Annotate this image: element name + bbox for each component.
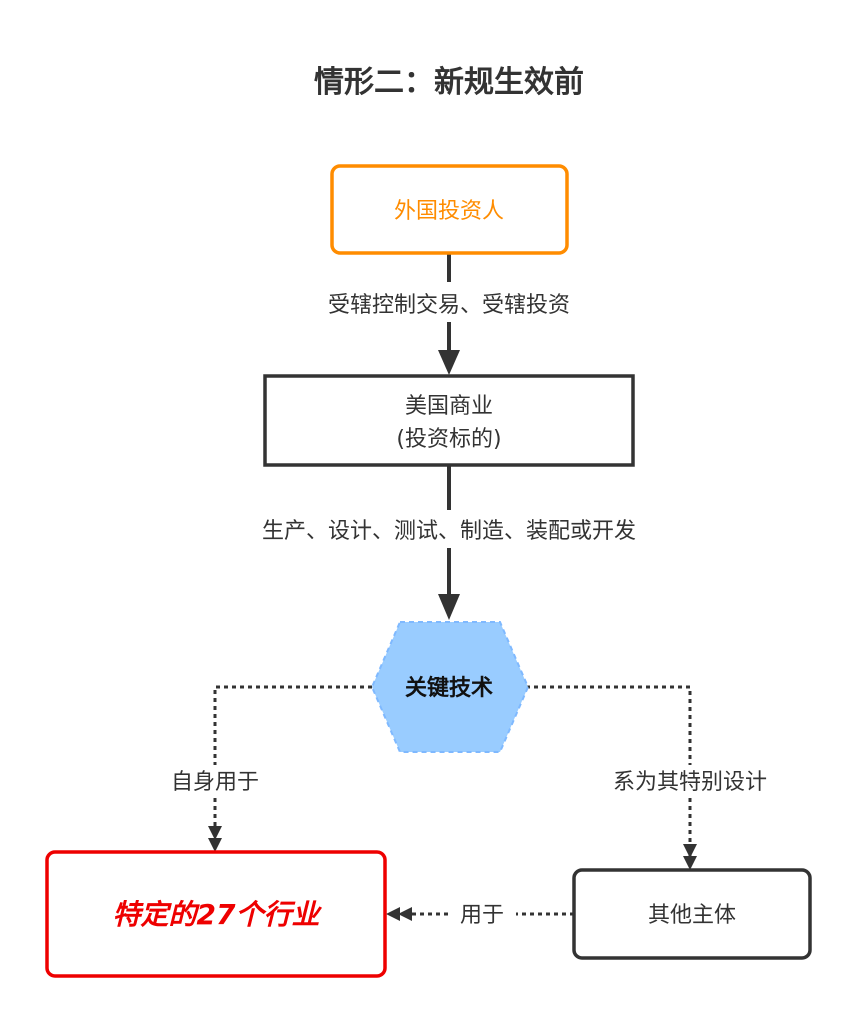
node-label-line2: (投资标的) [396,427,501,452]
edge-other-to-industries [386,907,574,921]
node-hexagon [370,621,530,753]
edge-investor-to-business [438,253,460,375]
node-border [45,850,387,978]
arrowhead-icon [398,907,412,921]
edge-tech-to-industries [208,685,372,852]
arrowhead-icon [438,350,460,375]
node-label: 关键技术 [405,675,493,701]
arrowhead-icon [683,856,697,870]
edge-label-designed-for: 系为其特别设计 [613,770,767,795]
node-border [572,868,812,960]
node-label: 外国投资人 [394,199,504,224]
node-us-business[interactable]: 美国商业 (投资标的) [263,374,635,467]
edge-business-to-tech [438,465,460,620]
edge-label-used-for: 用于 [460,903,504,928]
node-border [330,164,569,255]
node-label-line1: 美国商业 [405,394,493,419]
arrowhead-icon [438,594,460,620]
node-other-entity[interactable]: 其他主体 [572,868,812,960]
edge-label-self-use: 自身用于 [171,770,259,795]
arrowhead-icon [683,844,697,858]
node-key-technology[interactable]: 关键技术 [370,621,530,753]
edge-tech-to-other [526,685,697,870]
node-label: 其他主体 [648,903,736,928]
edge-label-activities: 生产、设计、测试、制造、装配或开发 [262,519,636,544]
edge-label-investment: 受辖控制交易、受辖投资 [328,293,570,318]
diagram-title: 情形二：新规生效前 [314,65,584,100]
node-specific-industries[interactable]: 特定的27个行业 [45,850,387,978]
node-label: 特定的27个行业 [113,898,323,931]
arrowhead-icon [208,826,222,840]
arrowhead-icon [386,907,400,921]
arrowhead-icon [208,838,222,852]
node-border [263,374,635,467]
node-foreign-investor[interactable]: 外国投资人 [330,164,569,255]
